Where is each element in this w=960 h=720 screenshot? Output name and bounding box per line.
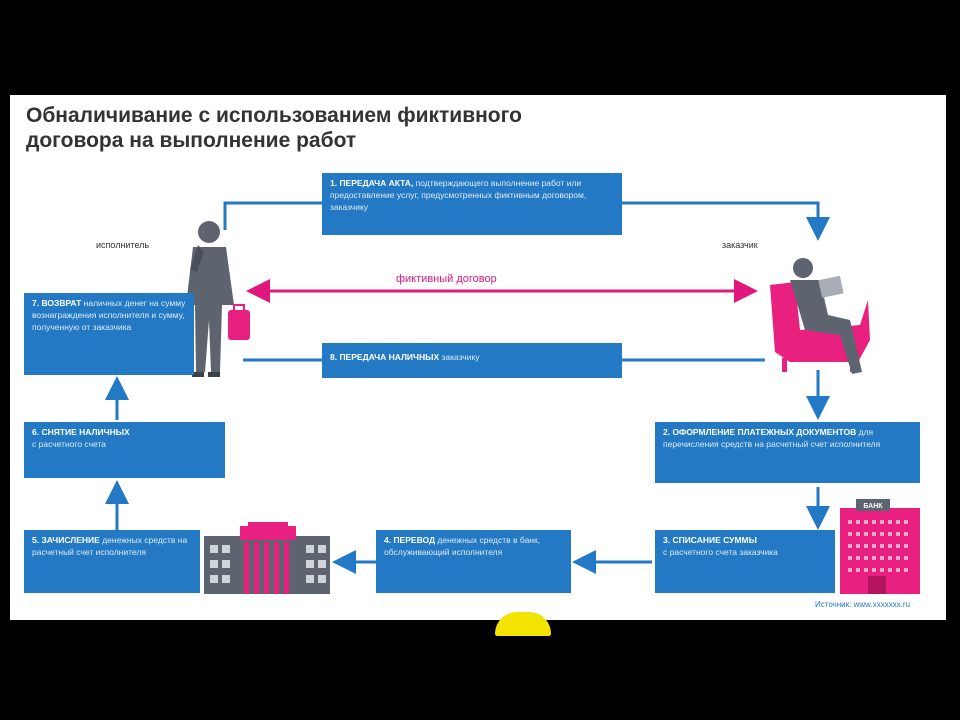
step-8-box: 8. ПЕРЕДАЧА НАЛИЧНЫХ заказчику (322, 343, 622, 378)
arrow-step-1 (223, 201, 322, 230)
customer-figure-icon (790, 258, 862, 374)
source-note: Источник: www.xxxxxxx.ru (815, 600, 911, 609)
contract-label: фиктивный договор (396, 273, 497, 285)
step-4-box: 4. ПЕРЕВОД денежных средств в банк, обсл… (376, 530, 571, 593)
step-1-box: 1. ПЕРЕДАЧА АКТА, подтверждающего выполн… (322, 173, 622, 235)
step-4-text: денежных средств в банк, обслуживающий и… (384, 535, 541, 557)
step-6-text: с расчетного счета (32, 439, 106, 449)
step-4-title: 4. ПЕРЕВОД (384, 535, 438, 545)
step-1-title: 1. ПЕРЕДАЧА АКТА, (330, 178, 416, 188)
step-5-title: 5. ЗАЧИСЛЕНИЕ (32, 535, 103, 545)
diagram-title: Обналичивание с использованием фиктивног… (26, 104, 522, 152)
bank-building-icon (204, 522, 330, 594)
office-building-icon (840, 499, 920, 594)
step-5-box: 5. ЗАЧИСЛЕНИЕ денежных средств на расчет… (24, 530, 200, 593)
step-7-text: наличных денег на сумму вознаграждения и… (32, 298, 186, 332)
arrow-step-1b (622, 201, 830, 241)
customer-label: заказчик (722, 240, 758, 250)
step-2-box: 2. ОФОРМЛЕНИЕ ПЛАТЕЖНЫХ ДОКУМЕНТОВ для п… (655, 422, 920, 483)
step-2-title: 2. ОФОРМЛЕНИЕ ПЛАТЕЖНЫХ ДОКУМЕНТОВ (663, 427, 859, 437)
step-3-box: 3. СПИСАНИЕ СУММЫ с расчетного счета зак… (655, 530, 835, 593)
step-1-text: подтверждающего выполнение работ или пре… (330, 178, 587, 212)
step-8-text: заказчику (441, 352, 480, 362)
executor-label: исполнитель (96, 240, 150, 250)
step-6-box: 6. СНЯТИЕ НАЛИЧНЫХ с расчетного счета (24, 422, 225, 478)
step-7-title: 7. ВОЗВРАТ (32, 298, 84, 308)
bank-sign: БАНК (863, 503, 883, 510)
step-3-text: с расчетного счета заказчика (663, 547, 778, 557)
step-2-text: для перечисления средств на расчетный сч… (663, 427, 881, 449)
step-5-text: денежных средств на расчетный счет испол… (32, 535, 188, 557)
briefcase-icon (228, 304, 250, 340)
step-6-title: 6. СНЯТИЕ НАЛИЧНЫХ (32, 427, 130, 437)
executor-figure-icon (186, 221, 234, 377)
step-3-title: 3. СПИСАНИЕ СУММЫ (663, 535, 757, 545)
step-8-title: 8. ПЕРЕДАЧА НАЛИЧНЫХ (330, 352, 442, 362)
step-7-box: 7. ВОЗВРАТ наличных денег на сумму возна… (24, 293, 194, 375)
yellow-indicator (495, 612, 551, 636)
